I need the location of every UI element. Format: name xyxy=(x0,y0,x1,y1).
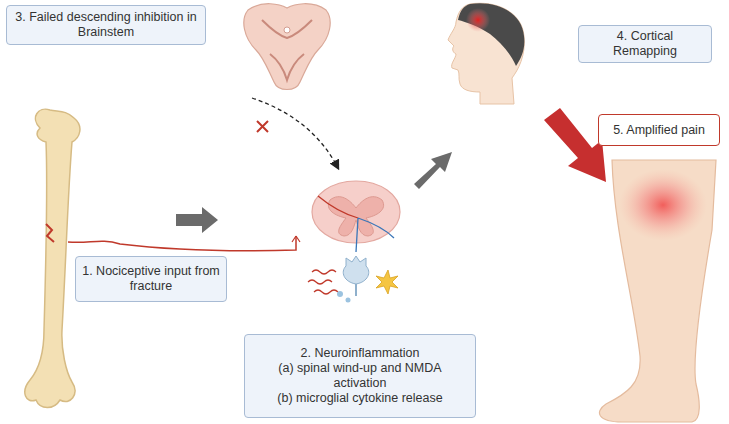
flow-arrow xyxy=(414,152,452,189)
neuron-icon xyxy=(343,256,369,284)
brainstem-tracts xyxy=(262,20,312,80)
spinal-cord-section xyxy=(312,181,400,252)
nerve-tip xyxy=(292,236,300,242)
box-heading: 5. Amplified pain xyxy=(613,123,705,138)
process-box: 1. Nociceptive input from fracture xyxy=(75,256,227,302)
pain-glow xyxy=(619,169,707,241)
box-heading: 1. Nociceptive input from fracture xyxy=(82,264,220,294)
box-body: (b) microglial cytokine release xyxy=(277,391,442,406)
process-box: 3. Failed descending inhibition in Brain… xyxy=(6,5,206,45)
brainstem-outline xyxy=(244,4,330,90)
hair xyxy=(458,3,524,66)
brainstem-canal xyxy=(284,27,290,33)
flow-arrow xyxy=(176,207,218,233)
microglia-icon xyxy=(376,270,398,294)
nociceptive-nerve xyxy=(68,236,296,251)
femur-bone xyxy=(25,109,80,407)
grey-matter xyxy=(328,197,383,236)
process-box: 2. Neuroinflammation(a) spinal wind-up a… xyxy=(244,334,476,418)
vesicle xyxy=(346,298,351,303)
box-heading: 4. Cortical Remapping xyxy=(585,29,705,59)
leg-outline xyxy=(599,160,716,422)
head-outline xyxy=(448,3,524,104)
brainstem-section xyxy=(244,4,330,90)
box-body: (a) spinal wind-up and NMDA activation xyxy=(251,361,469,391)
cord-outline xyxy=(312,181,400,243)
vesicle xyxy=(337,291,343,297)
descending-pathway xyxy=(252,98,338,168)
leg-illustration xyxy=(599,160,716,422)
box-heading: 2. Neuroinflammation xyxy=(301,346,420,361)
neuron-axon xyxy=(355,284,357,296)
fracture-line xyxy=(46,224,54,242)
projection-fiber xyxy=(356,218,394,252)
process-box: 4. Cortical Remapping xyxy=(578,25,712,63)
pain-arrow xyxy=(544,108,606,182)
process-box: 5. Amplified pain xyxy=(598,114,720,146)
afferent-fiber xyxy=(318,196,358,218)
bone-outline xyxy=(25,109,80,407)
cytokine-waves xyxy=(308,270,338,294)
box-heading: 3. Failed descending inhibition in Brain… xyxy=(13,10,199,40)
blocked-mark xyxy=(257,121,268,132)
head-profile xyxy=(448,3,524,104)
cortex-hotspot xyxy=(466,8,490,32)
glia-icons xyxy=(308,256,398,303)
